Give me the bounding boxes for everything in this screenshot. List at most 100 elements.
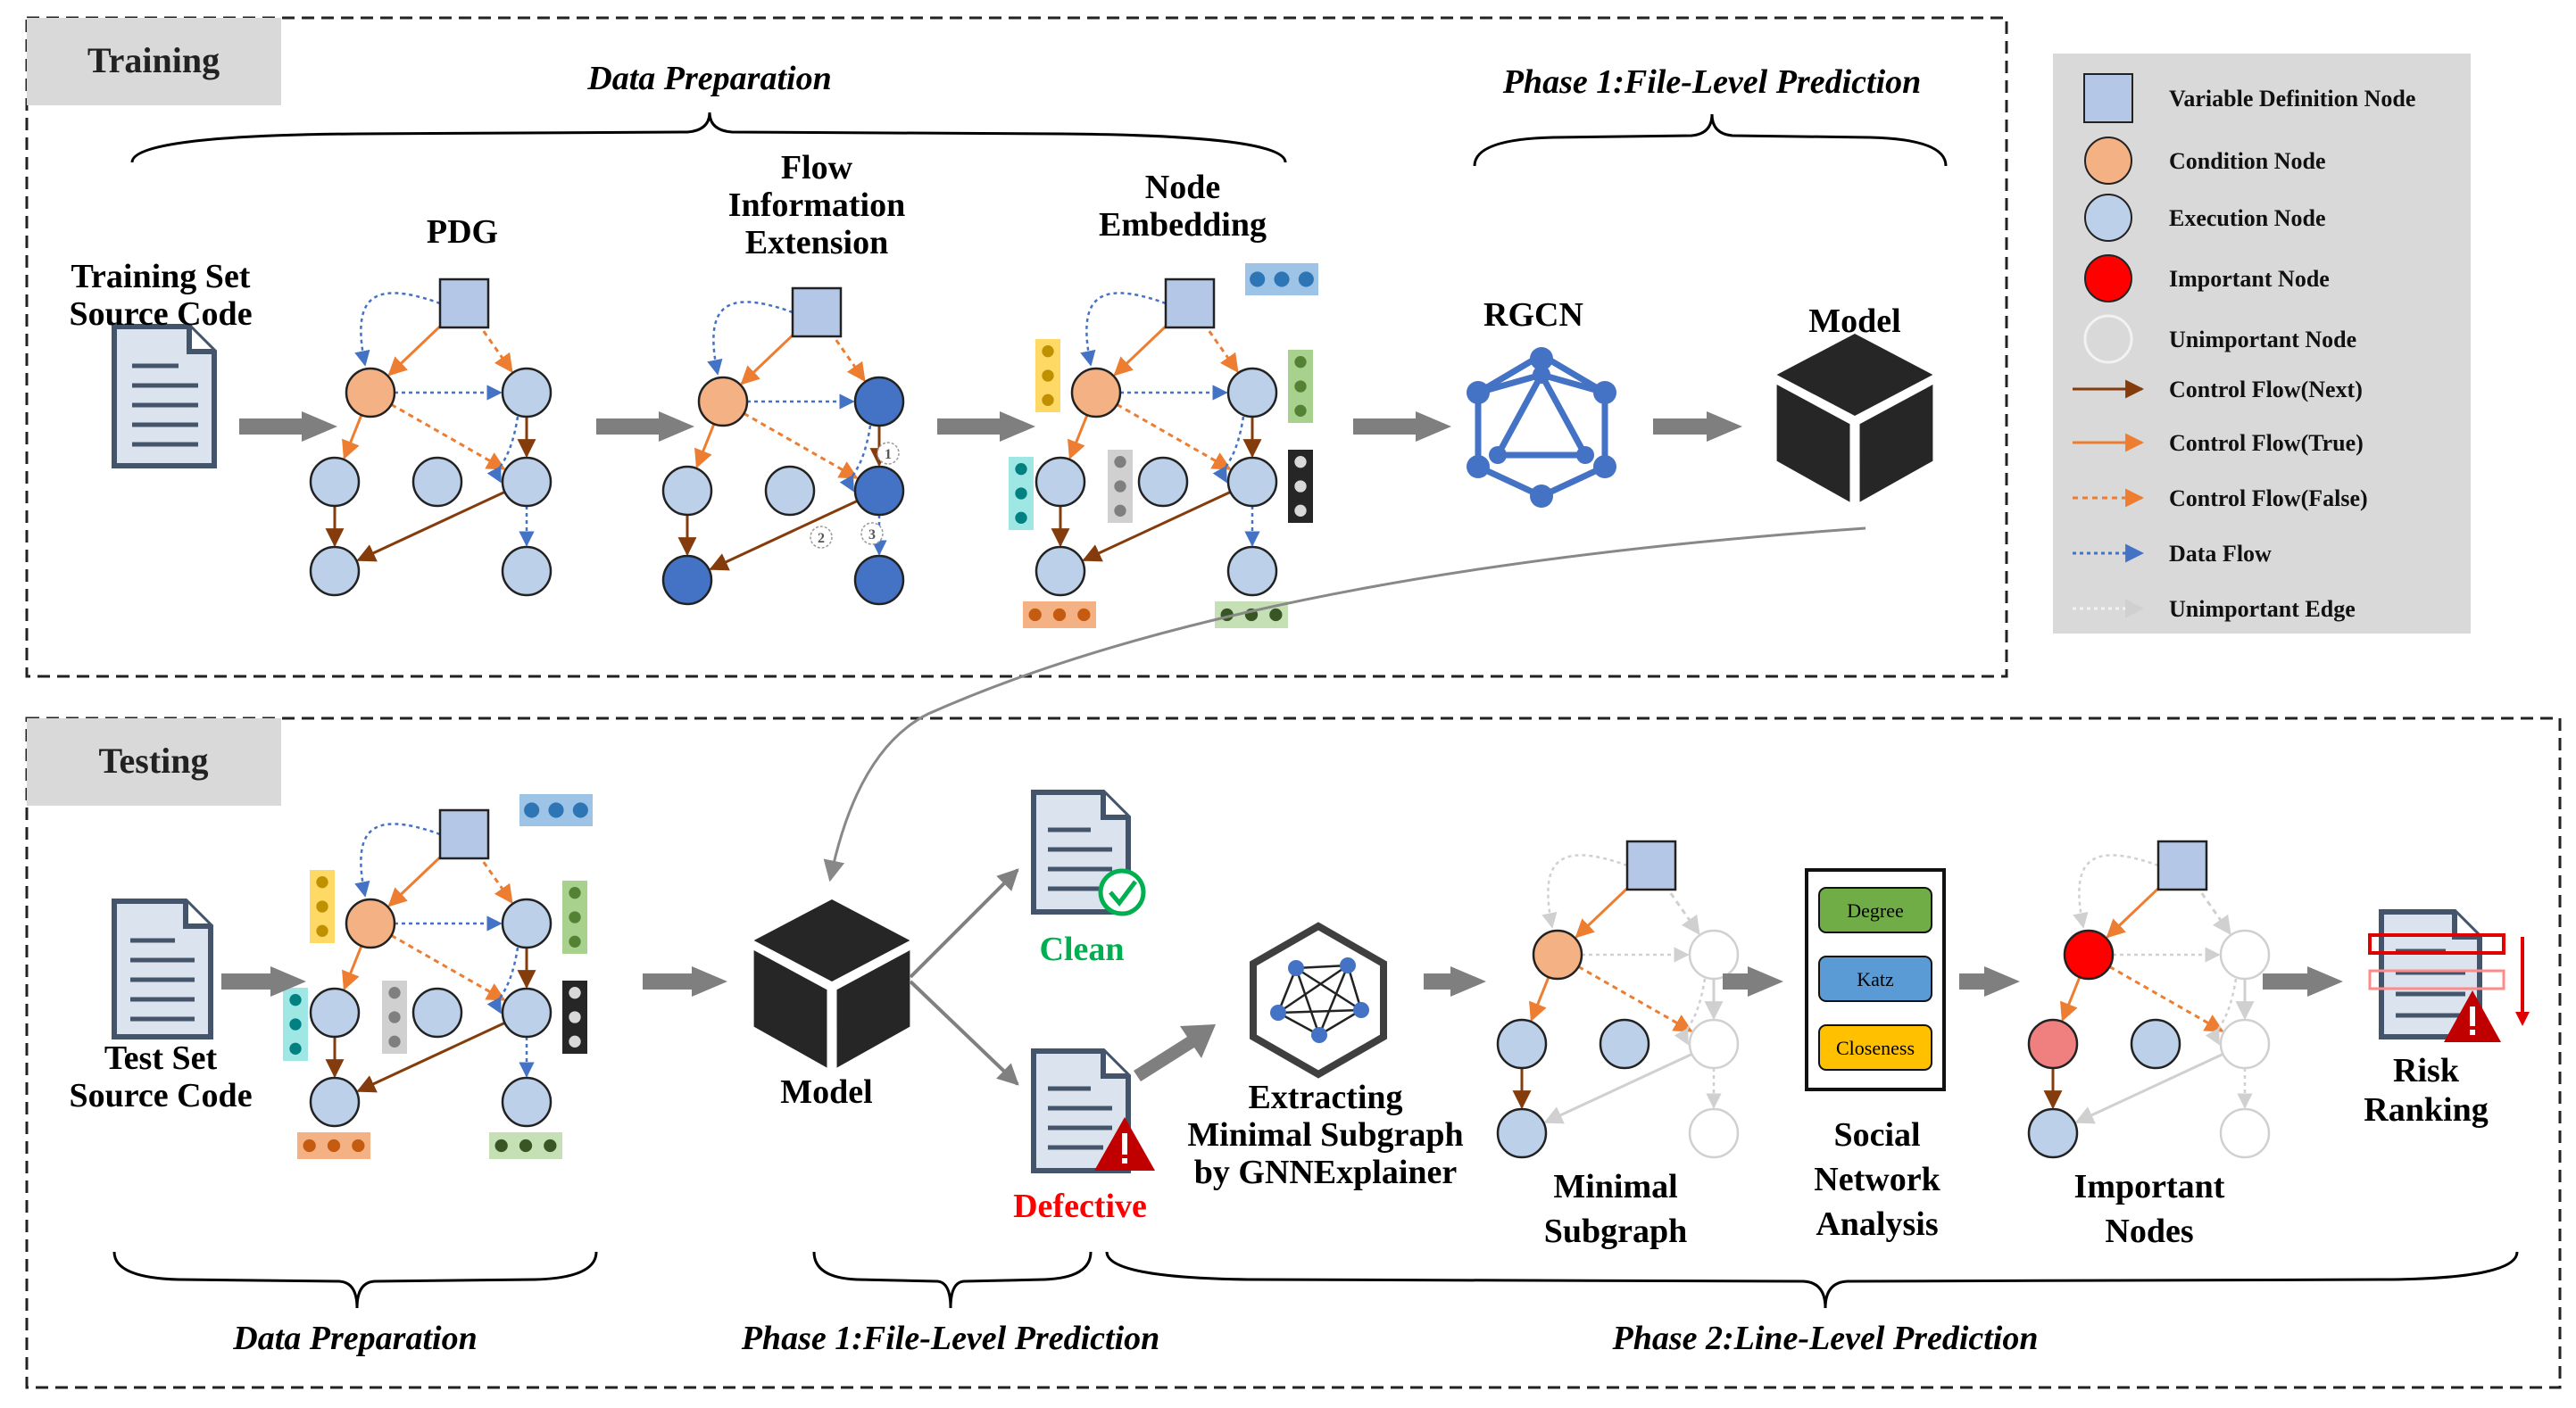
embedding-dot <box>289 1042 302 1056</box>
testing-label: Testing <box>98 741 208 781</box>
graph-edge <box>694 423 716 469</box>
graph-edge <box>2108 965 2224 1032</box>
risk-ranking-line2: Ranking <box>2364 1091 2488 1129</box>
bottom-data-prep-brace <box>112 1251 598 1309</box>
testing-model-title: Model <box>780 1073 872 1111</box>
testing-source-line2: Source Code <box>69 1077 252 1114</box>
legend-label: Condition Node <box>2169 148 2326 174</box>
legend-label: Control Flow(Next) <box>2169 377 2363 402</box>
embedding-dot <box>1015 511 1027 524</box>
execution-node <box>1688 1018 1740 1070</box>
edge-number-marker <box>810 526 833 549</box>
katz-label: Katz <box>1857 968 1894 990</box>
flow-arrow <box>1424 966 1486 997</box>
graph-edge <box>2073 854 2159 929</box>
condition-node <box>345 367 396 418</box>
embedding-dot <box>1114 504 1126 517</box>
flow-arrow <box>1723 966 1783 997</box>
graph-edge <box>356 491 506 562</box>
degree-label: Degree <box>1847 899 1904 922</box>
edge-number-marker <box>860 522 884 545</box>
defective-branch-arrow <box>909 980 1019 1086</box>
execution-node <box>1226 456 1278 508</box>
embedding-dot <box>1294 504 1307 517</box>
graph-edge <box>1080 292 1167 367</box>
sna-line2: Network <box>1814 1161 1940 1198</box>
variable-definition-node <box>438 808 490 860</box>
embedding-dot <box>1294 380 1307 393</box>
embedding-dot <box>1042 345 1054 358</box>
flow-arrow <box>1959 966 2020 997</box>
embedding-dot <box>1114 480 1126 493</box>
execution-node <box>2219 1018 2271 1070</box>
execution-node <box>1496 1018 1548 1070</box>
legend-label: Control Flow(True) <box>2169 430 2364 456</box>
graph-edge <box>387 849 448 907</box>
extracting-line3: by GNNExplainer <box>1194 1154 1458 1191</box>
embedding-dot <box>1042 369 1054 382</box>
execution-node <box>1599 1018 1650 1070</box>
risk-ranking-doc-icon <box>2368 909 2530 1042</box>
orange-circle-icon <box>2084 137 2132 185</box>
flow-arrow <box>937 411 1035 442</box>
graph-edge <box>354 292 441 367</box>
graph-edge <box>390 934 506 1001</box>
graph-edge <box>390 403 506 470</box>
degree-metric <box>1818 887 1932 933</box>
embedding-dot <box>303 1139 316 1153</box>
model-transfer-arrow <box>823 526 1866 882</box>
legend-label: Control Flow(False) <box>2169 485 2368 511</box>
minimal-subgraph-graph <box>1496 840 1740 1159</box>
graph-edge <box>2106 881 2166 939</box>
graph-edge <box>354 823 441 898</box>
execution-node <box>309 545 361 597</box>
embedding-dot <box>1015 463 1027 476</box>
graph-edge <box>1529 976 1550 1023</box>
condition-node <box>2063 929 2115 981</box>
execution-node <box>501 545 553 597</box>
execution-node <box>661 465 713 517</box>
execution-node <box>501 1076 553 1128</box>
execution-node <box>1035 545 1086 597</box>
embedding-dot <box>544 1139 557 1153</box>
embedding-dot <box>316 876 328 889</box>
condition-node <box>1532 929 1583 981</box>
edge-number-marker <box>877 442 900 465</box>
testing-tab <box>27 718 281 806</box>
embedding-dot <box>316 900 328 913</box>
bottom-data-prep-label: Data Preparation <box>232 1320 477 1357</box>
embedding-dot <box>572 802 588 818</box>
graph-edge <box>477 853 513 904</box>
execution-node <box>764 465 816 517</box>
edge-number-label: 2 <box>818 531 825 546</box>
cube-left <box>1776 385 1850 502</box>
training-label: Training <box>87 40 220 80</box>
legend-label: Unimportant Node <box>2169 327 2356 352</box>
training-data-prep-title: Data Preparation <box>586 60 831 97</box>
graph-edge <box>486 947 519 1015</box>
execution-node <box>411 987 463 1039</box>
training-panel-border <box>25 16 2008 678</box>
edge-number-label: 1 <box>885 447 892 462</box>
legend-label: Important Node <box>2169 266 2330 292</box>
important-nodes-graph <box>2027 840 2271 1159</box>
embedding-dot <box>316 924 328 938</box>
training-source-line2: Source Code <box>69 295 252 333</box>
graph-edge <box>839 425 872 493</box>
rgcn-icon <box>1467 347 1616 508</box>
training-phase1-title: Phase 1:File-Level Prediction <box>1502 63 1922 101</box>
graph-edge <box>1575 881 1635 939</box>
extracting-line2: Minimal Subgraph <box>1187 1116 1463 1154</box>
defective-label: Defective <box>1013 1188 1147 1225</box>
graph-edge <box>740 327 801 385</box>
graph-edge <box>342 945 363 991</box>
cube-right <box>836 950 910 1068</box>
embedding-dot <box>1294 480 1307 493</box>
embedding-dot <box>388 987 401 999</box>
flow-arrow <box>643 966 727 997</box>
bottom-phase2-brace <box>1105 1251 2519 1309</box>
square-node-icon <box>2083 73 2133 123</box>
execution-node <box>853 376 905 427</box>
node-embedding-graph <box>1009 263 1318 628</box>
